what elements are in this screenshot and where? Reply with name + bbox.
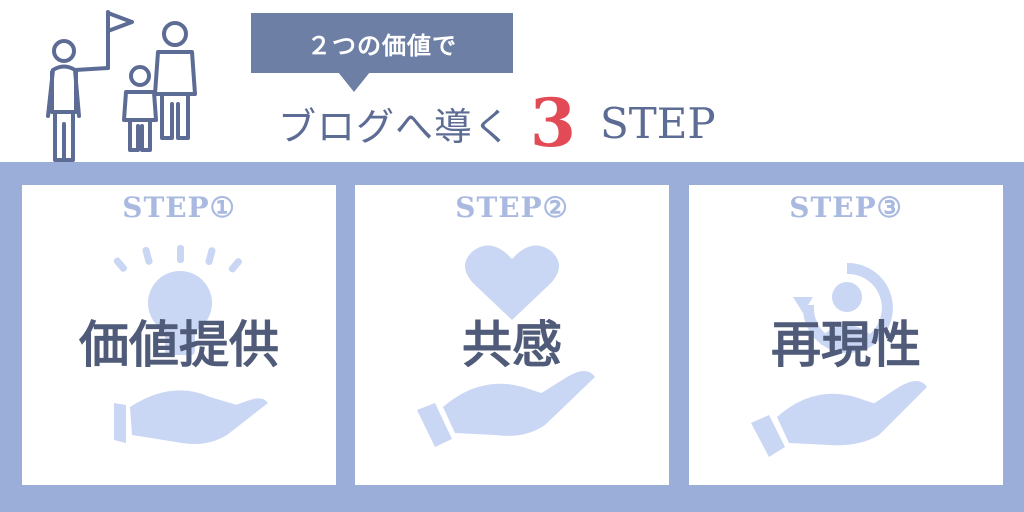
- person-cycle-on-hand-icon: [751, 262, 927, 457]
- step-card-2: STEP② 共感: [355, 185, 669, 485]
- step-label-1: STEP①: [122, 191, 236, 224]
- page-headline: ブログへ導く 3 STEP: [278, 84, 716, 162]
- step-card-3: STEP③ 再現性: [689, 185, 1003, 485]
- headline-number: 3: [530, 84, 576, 162]
- step-label-2: STEP②: [455, 191, 569, 224]
- heart-on-hand-icon: [417, 245, 595, 447]
- step-title-3: 再現性: [771, 316, 921, 374]
- header-badge: ２つの価値で: [251, 13, 513, 73]
- headline-suffix: STEP: [599, 98, 716, 148]
- people-with-flag-icon: [46, 10, 197, 162]
- step-title-1: 価値提供: [79, 316, 279, 374]
- step-label-3: STEP③: [789, 191, 903, 224]
- lightbulb-on-hand-icon: [113, 245, 268, 444]
- badge-pointer: [338, 72, 370, 92]
- step-title-2: 共感: [462, 316, 562, 374]
- headline-text: ブログへ導く: [278, 104, 513, 149]
- step-card-1: STEP① 価値提供: [22, 185, 336, 485]
